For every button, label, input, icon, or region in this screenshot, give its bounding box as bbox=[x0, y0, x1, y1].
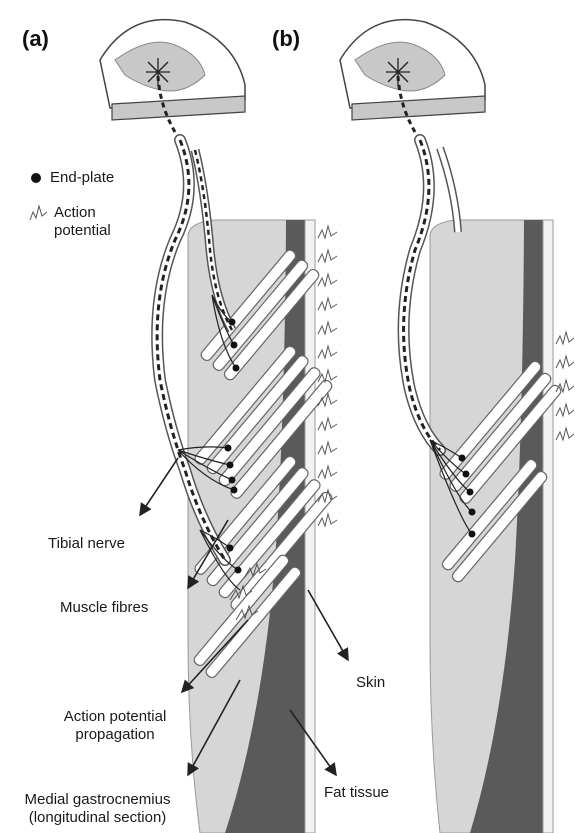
end-plate-legend-icon bbox=[31, 173, 41, 183]
legend-action-potential: Action potential bbox=[54, 204, 111, 240]
label-fat-tissue: Fat tissue bbox=[324, 784, 389, 802]
action-potential-signals-b bbox=[556, 332, 574, 440]
muscle-b bbox=[430, 220, 553, 833]
legend-action-potential-line2: potential bbox=[54, 222, 111, 239]
panel-label-a: (a) bbox=[22, 26, 49, 52]
action-potential-signals-a bbox=[318, 226, 337, 526]
label-medial-gastrocnemius-line1: Medial gastrocnemius bbox=[25, 791, 171, 808]
legend-end-plate: End-plate bbox=[50, 169, 114, 187]
panel-label-b: (b) bbox=[272, 26, 300, 52]
label-ap-propagation-line1: Action potential bbox=[64, 708, 167, 725]
spinal-cord-b bbox=[340, 20, 485, 140]
label-ap-propagation-line2: propagation bbox=[75, 726, 154, 743]
label-skin: Skin bbox=[356, 674, 385, 692]
spinal-cord-a bbox=[100, 20, 245, 140]
label-tibial-nerve: Tibial nerve bbox=[48, 535, 125, 553]
label-ap-propagation: Action potential propagation bbox=[40, 708, 190, 744]
action-potential-legend-icon bbox=[30, 206, 47, 220]
label-medial-gastrocnemius: Medial gastrocnemius (longitudinal secti… bbox=[10, 791, 185, 827]
legend-action-potential-line1: Action bbox=[54, 204, 96, 221]
label-medial-gastrocnemius-line2: (longitudinal section) bbox=[29, 809, 167, 826]
label-muscle-fibres: Muscle fibres bbox=[60, 599, 148, 617]
